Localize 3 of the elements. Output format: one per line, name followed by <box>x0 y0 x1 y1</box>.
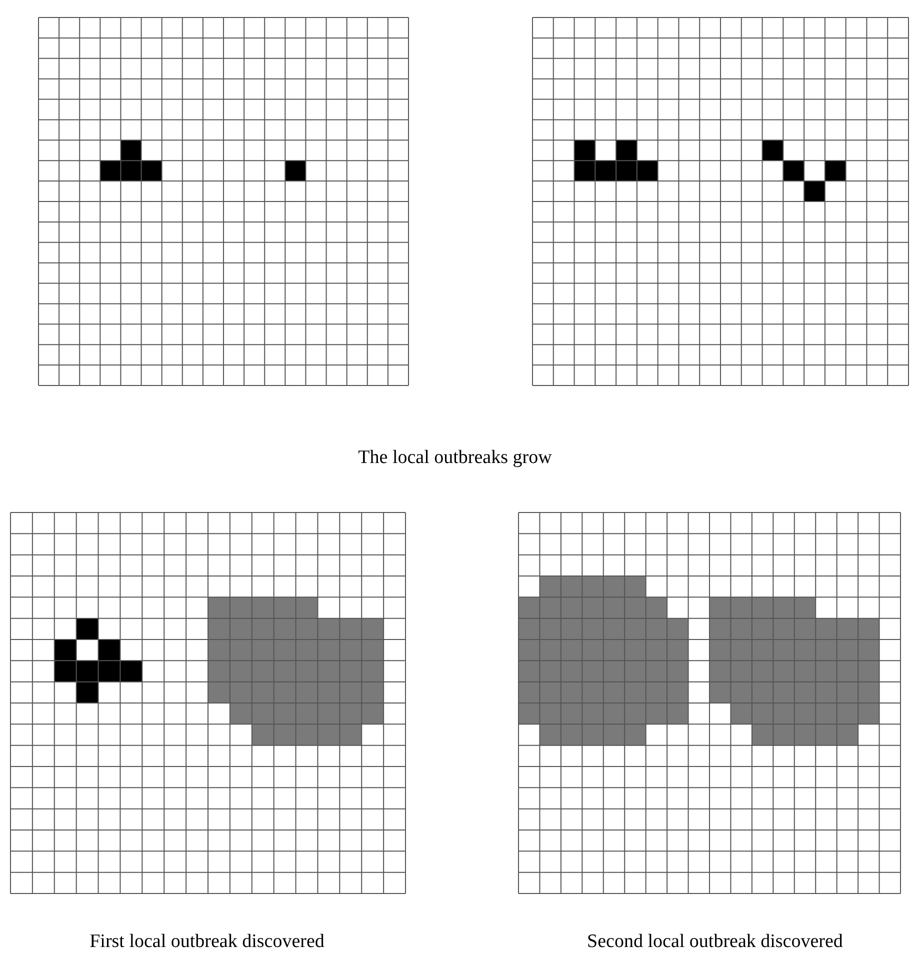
caption-text: The local outbreaks grow <box>358 448 552 467</box>
caption-text: First local outbreak discovered <box>90 932 324 951</box>
caption-text: Second local outbreak discovered <box>587 932 843 951</box>
